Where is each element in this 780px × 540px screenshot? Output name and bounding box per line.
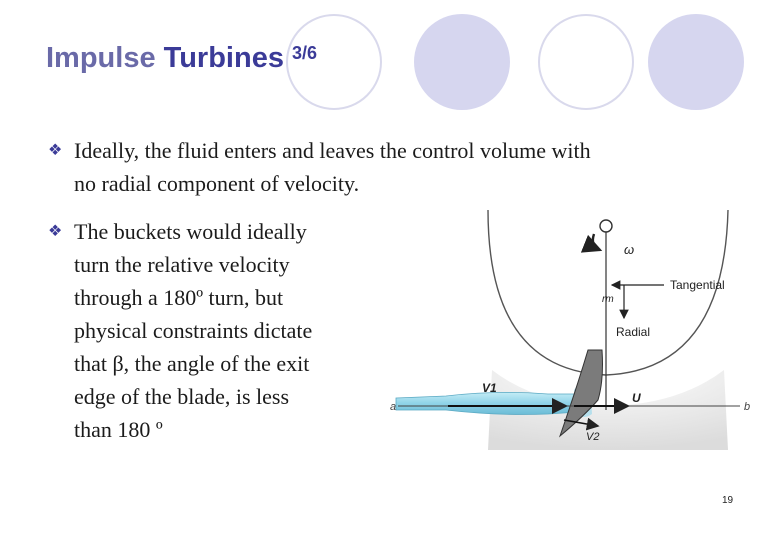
rotation-arrow-icon	[580, 233, 603, 253]
bullet-2: ❖ The buckets would ideally turn the rel…	[48, 215, 312, 446]
water-jet	[395, 392, 579, 415]
v2-arrow	[563, 417, 600, 431]
bullet-2-line-6: edge of the blade, is less	[74, 384, 290, 409]
title-word-impulse: Impulse	[46, 42, 156, 74]
bullet-2-line-3: through a 180º turn, but	[74, 285, 284, 310]
label-a: a	[390, 401, 396, 413]
label-tangential: Tangential	[670, 278, 725, 292]
bullet-2-line-1: The buckets would ideally	[74, 219, 307, 244]
bullet-1-line-2: no radial component of velocity.	[74, 171, 360, 196]
turbine-bucket-figure: ω rm Tangential Radial a b V1 U V2	[390, 210, 750, 450]
label-omega: ω	[624, 242, 634, 257]
title-superscript: 3/6	[291, 43, 317, 63]
wheel-rim	[487, 210, 729, 376]
bullet-2-line-2: turn the relative velocity	[74, 252, 290, 277]
label-v2: V2	[586, 431, 599, 443]
diamond-bullet-icon: ❖	[48, 142, 63, 159]
label-v1: V1	[482, 381, 497, 395]
decor-circle-2	[414, 14, 510, 110]
decor-circle-3	[538, 14, 634, 110]
page-number: 19	[722, 495, 734, 506]
bullet-2-line-5: that β, the angle of the exit	[74, 351, 310, 376]
label-b: b	[744, 401, 750, 413]
diamond-bullet-icon: ❖	[48, 223, 63, 240]
turbine-bucket	[558, 349, 603, 438]
bullet-2-line-7: than 180 º	[74, 417, 163, 442]
bullet-1: ❖ Ideally, the fluid enters and leaves t…	[48, 134, 591, 200]
axle-icon	[599, 219, 613, 233]
wheel-body	[488, 370, 728, 450]
slide-title: Impulse Turbines 3/6	[46, 42, 317, 75]
decor-circle-4	[648, 14, 744, 110]
label-rm: rm	[602, 294, 614, 305]
label-u: U	[632, 391, 641, 405]
decor-circle-1	[286, 14, 382, 110]
bullet-1-line-1: Ideally, the fluid enters and leaves the…	[74, 138, 591, 163]
label-radial: Radial	[616, 325, 650, 339]
title-word-turbines: Turbines	[163, 42, 284, 74]
bullet-2-line-4: physical constraints dictate	[74, 318, 313, 343]
